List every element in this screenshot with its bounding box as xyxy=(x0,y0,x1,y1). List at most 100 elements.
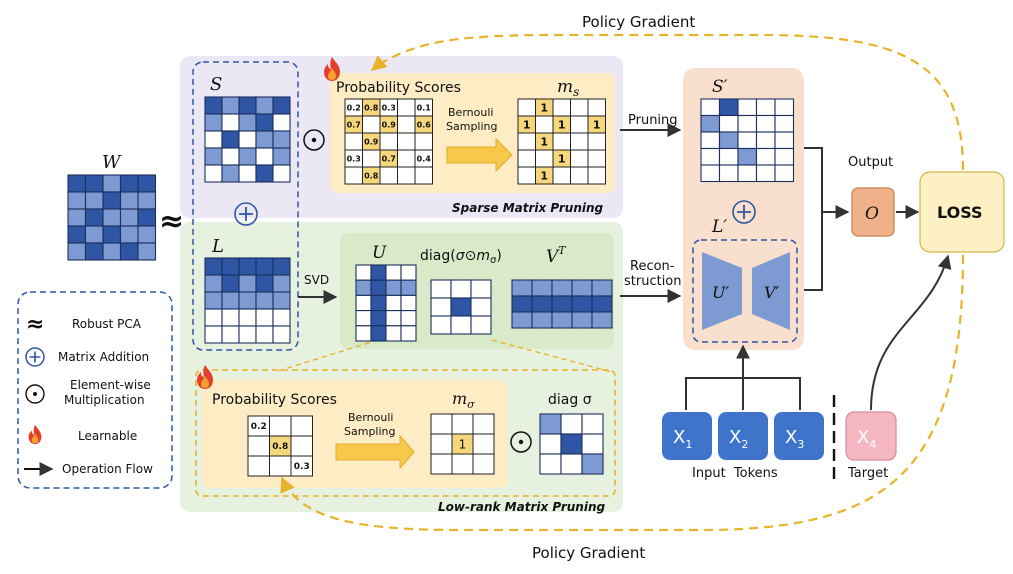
vt-cell xyxy=(511,295,533,313)
w-cell xyxy=(102,208,122,227)
s-cell xyxy=(272,96,291,115)
l-matrix xyxy=(204,257,291,344)
diag-cell xyxy=(450,297,472,317)
approx-icon: ≈ xyxy=(159,204,184,239)
m-sigma-cell xyxy=(472,453,495,475)
u-cell xyxy=(385,294,402,312)
w-cell xyxy=(102,225,122,244)
w-cell xyxy=(119,191,139,210)
ms-top-value: 1 xyxy=(558,152,566,165)
w-matrix xyxy=(67,174,157,261)
x3-main: X xyxy=(785,427,797,448)
ms-top-cell xyxy=(587,166,606,185)
w-cell xyxy=(119,174,139,193)
u-cell xyxy=(355,310,372,327)
l-cell xyxy=(272,308,291,327)
u-cell xyxy=(370,310,387,327)
s-cell xyxy=(204,113,223,132)
ms-top-value: 1 xyxy=(540,135,548,148)
prob-top-cell xyxy=(362,115,381,134)
l-cell xyxy=(255,291,274,310)
v-prime-shape xyxy=(752,252,790,330)
prob-top-value: 0.2 xyxy=(347,103,361,112)
m-sigma-main: m xyxy=(452,389,467,408)
diag-pre: diag( xyxy=(420,248,456,264)
u-cell xyxy=(400,294,417,312)
ms-top-cell xyxy=(535,115,554,134)
u-cell xyxy=(400,279,417,296)
output-o-label: O xyxy=(865,204,879,224)
s-cell xyxy=(255,147,274,166)
l-prime-label: L′ xyxy=(711,217,727,237)
w-cell xyxy=(84,174,104,193)
token-x2-box[interactable] xyxy=(718,412,768,460)
legend-learnable: Learnable xyxy=(78,429,137,443)
u-cell xyxy=(385,325,402,342)
s-prime-cell xyxy=(774,114,795,133)
s-cell xyxy=(272,164,291,183)
vt-cell xyxy=(591,279,613,297)
s-cell xyxy=(272,130,291,149)
diag-sigma-cell xyxy=(539,433,562,455)
l-label: L xyxy=(211,236,224,257)
token-x4-box[interactable] xyxy=(845,411,897,461)
vt-cell xyxy=(571,311,593,329)
l-cell xyxy=(272,274,291,293)
w-cell xyxy=(102,191,122,210)
l-cell xyxy=(204,308,223,327)
s-cell xyxy=(238,130,257,149)
s-label: S xyxy=(210,74,222,95)
s-cell xyxy=(255,130,274,149)
s-cell xyxy=(221,164,240,183)
token-x1-label: X1 xyxy=(673,427,692,451)
l-cell xyxy=(255,325,274,344)
legend-box xyxy=(17,291,173,489)
prob-top-value: 0.8 xyxy=(364,171,379,180)
prob-bottom-cell xyxy=(290,415,313,437)
arrow-sprime-to-output xyxy=(804,147,823,212)
ms-top-cell xyxy=(587,149,606,168)
ms-top-cell xyxy=(517,166,536,185)
approx-icon: ≈ xyxy=(26,312,44,337)
diag-sigma-cell xyxy=(581,453,604,475)
diag-cell xyxy=(470,315,492,335)
x4-sub: 4 xyxy=(869,438,876,451)
m-sigma-cell xyxy=(430,413,453,435)
s-prime-cell xyxy=(755,164,776,183)
legend-operation-flow: Operation Flow xyxy=(62,462,153,476)
ms-top-cell xyxy=(570,98,589,117)
s-cell xyxy=(221,96,240,115)
s-prime-cell xyxy=(737,131,758,150)
policy-gradient-top-label: Policy Gradient xyxy=(582,13,695,31)
m-sigma-cell xyxy=(430,453,453,475)
policy-gradient-bottom-label: Policy Gradient xyxy=(532,544,645,562)
token-x3-box[interactable] xyxy=(774,412,824,460)
s-cell xyxy=(255,96,274,115)
l-cell xyxy=(221,325,240,344)
w-cell xyxy=(102,174,122,193)
ms-top-value: 1 xyxy=(523,118,531,131)
bernoulli-top-line2: Sampling xyxy=(446,120,498,133)
w-cell xyxy=(137,191,157,210)
u-cell xyxy=(400,325,417,342)
s-prime-cell xyxy=(774,98,795,117)
prob-top-value: 0.6 xyxy=(417,120,432,129)
s-prime-cell xyxy=(737,98,758,117)
diag-label: diag(σ⊙mσ) xyxy=(420,248,502,266)
prob-top-value: 0.8 xyxy=(364,103,379,112)
ms-label-main: m xyxy=(557,77,573,97)
s-prime-cell xyxy=(774,147,795,166)
legend-elementwise-1: Element-wise xyxy=(70,378,151,392)
loss-box xyxy=(919,171,1005,253)
vt-cell xyxy=(571,279,593,297)
diag-cell xyxy=(470,297,492,317)
prob-top-value: 0.9 xyxy=(382,120,397,129)
odot-icon xyxy=(510,431,532,453)
l-cell xyxy=(238,274,257,293)
s-prime-cell xyxy=(774,131,795,150)
s-cell xyxy=(255,113,274,132)
u-cell xyxy=(370,325,387,342)
token-x1-box[interactable] xyxy=(662,412,712,460)
w-cell xyxy=(119,225,139,244)
l-cell xyxy=(204,257,223,276)
